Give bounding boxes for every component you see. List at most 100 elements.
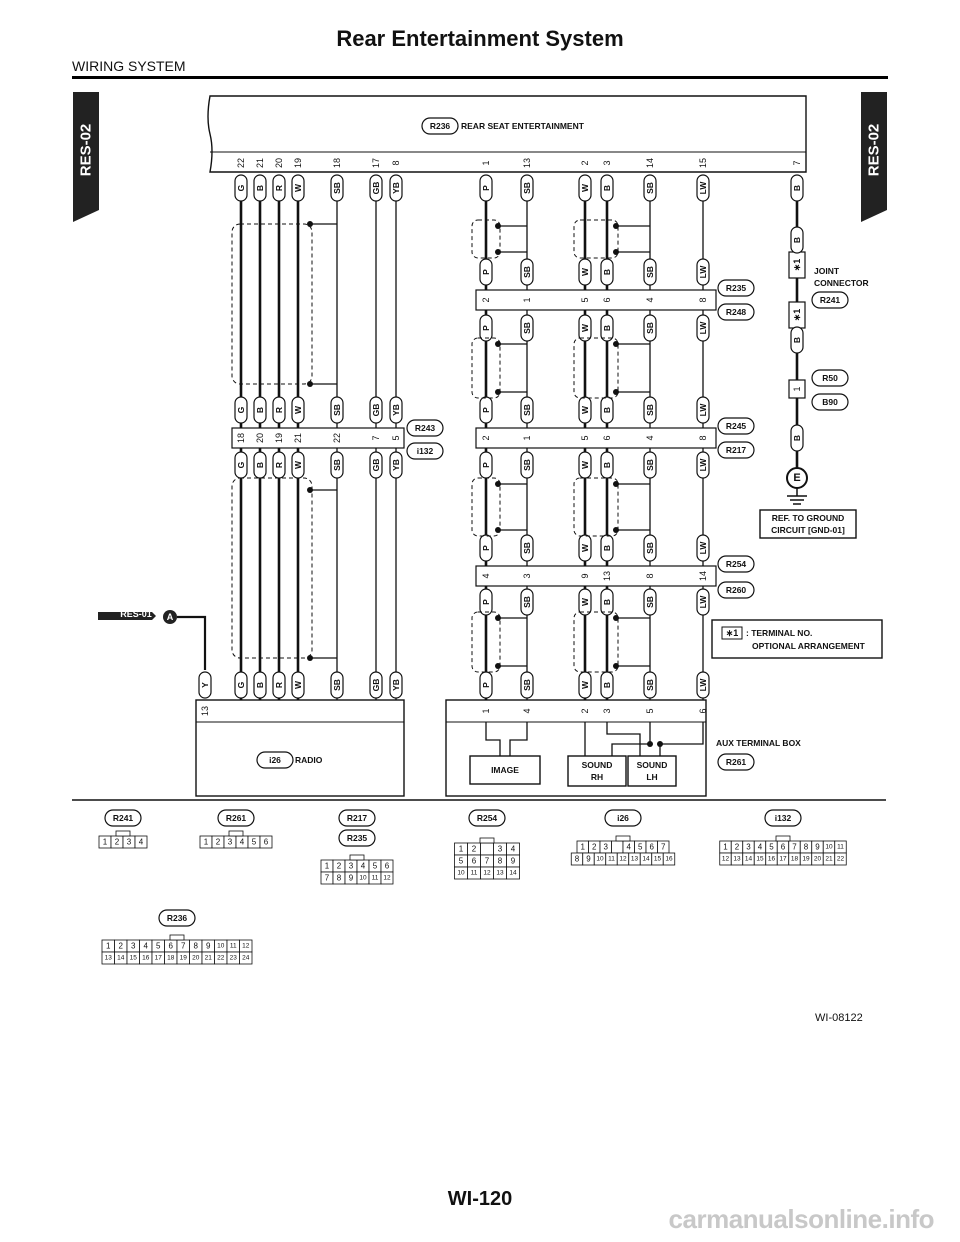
face-i26-pin: 16 [665,856,673,863]
face-i132-key [775,835,791,842]
face-i132-pin: 8 [804,843,809,852]
right-wire-color-label: SB [522,596,532,608]
right-wire-color [696,396,710,424]
face-r236-pin: 4 [144,942,149,951]
face-r235-badge [338,829,376,847]
drain-dot [495,341,501,347]
face-i132-pin: 12 [722,856,730,863]
r243-badge [406,419,444,437]
header-rule [72,76,888,79]
joint-b-color [790,226,804,254]
right-wire-color [643,396,657,424]
res01-arrow [98,612,156,620]
rse-right-pin: 2 [580,160,590,165]
face-i132-pin: 2 [735,843,740,852]
face-r236-pin: 10 [217,943,225,950]
face-r241-badge [104,809,142,827]
r217-badge [717,441,755,459]
right-wire-color [600,451,614,479]
left-i132-color [330,451,344,479]
aux-internal [606,722,641,756]
face-i26-pin: 12 [619,856,627,863]
rse-name: REAR SEAT ENTERTAINMENT [461,121,585,131]
left-i132-color-label: G [236,461,246,468]
ground-ref-box [759,509,857,539]
face-r236-pin: 5 [156,942,161,951]
radio-code-badge [256,751,294,769]
face-r235-badge-label: R235 [347,833,368,843]
terminal-note-mark: ∗1 [726,628,739,638]
rse-right-pin: 15 [698,158,708,168]
right-wire-color-label: SB [522,459,532,471]
face-i26-pin: 1 [581,843,586,852]
face-i26-pin: 13 [631,856,639,863]
right-wire-color [520,588,534,616]
face-r236-cell [239,951,253,965]
face-r254-pin: 12 [483,870,491,877]
right-wire-color [578,396,592,424]
drain-dot [613,389,619,395]
right-wire-color-label: W [580,543,590,552]
ground-ref-2: CIRCUIT [GND-01] [771,525,845,535]
face-r241-pin: 3 [127,838,132,847]
pair-loop-wb [573,219,619,259]
left-top-color-label: YB [391,182,401,194]
i132-badge-label: i132 [417,446,434,456]
left-top-color-label: SB [332,182,342,194]
face-i26-pin: 7 [661,843,666,852]
face-i26-cell [662,852,676,866]
left-r243-color [369,396,383,424]
right-wire-color [520,258,534,286]
right-wire-color [600,588,614,616]
side-tab-right [861,92,887,222]
pair-loop-wb [573,611,619,673]
side-tab-left [73,92,99,222]
face-i26-pin: 10 [596,856,604,863]
r245-connector-bar-pin: 1 [522,435,532,440]
face-i26-badge-label: i26 [617,813,629,823]
face-r254-pin: 6 [472,857,477,866]
face-r217-pin: 11 [372,875,379,882]
face-r261-cell [259,835,273,849]
drain-dot [495,389,501,395]
right-wire-color-label: W [580,267,590,276]
drain-dot [495,223,501,229]
radio-unit-box [195,699,405,797]
offpage-a-label: A [167,612,174,622]
left-radio-color [253,671,267,699]
face-i26-pin: 2 [592,843,597,852]
r235-connector-bar-pin: 4 [645,297,655,302]
pair-loop-wb [573,337,619,399]
face-i132-badge-label: i132 [775,813,792,823]
face-i132-pin: 1 [723,843,728,852]
face-r217-cell [380,871,394,885]
face-r254-badge-label: R254 [477,813,498,823]
r243-pin-num: 7 [371,435,381,440]
face-r217-pin: 1 [325,862,330,871]
watermark: carmanualsonline.info [668,1204,935,1234]
aux-pin: 6 [698,708,708,713]
drain-dot [307,487,313,493]
face-r217-pin: 5 [373,862,378,871]
face-r236-pin: 14 [117,955,125,962]
ground-pin-label: 1 [792,386,802,391]
left-radio-color-label: SB [332,679,342,691]
face-i26-pin: 3 [604,843,609,852]
rse-right-pin: 14 [645,158,655,168]
face-r217-pin: 6 [385,862,390,871]
r254-connector-bar-pin: 3 [522,573,532,578]
face-r254-pin: 4 [511,845,516,854]
right-wire-color-label: LW [698,595,708,609]
face-r254-badge [468,809,506,827]
face-i26-pin: 9 [586,855,591,864]
drain-dot [307,381,313,387]
right-wire-color-label: P [481,599,491,605]
rse-right-pin: 13 [522,158,532,168]
left-top-color-label: GB [371,182,381,195]
sound-lh-1: SOUND [637,760,668,770]
r243-connector-bar [231,427,405,449]
right-wire-color [479,534,493,562]
left-r243-color-label: W [293,405,303,414]
r50-badge-label: R50 [822,373,838,383]
ground-pin-box [788,379,806,399]
